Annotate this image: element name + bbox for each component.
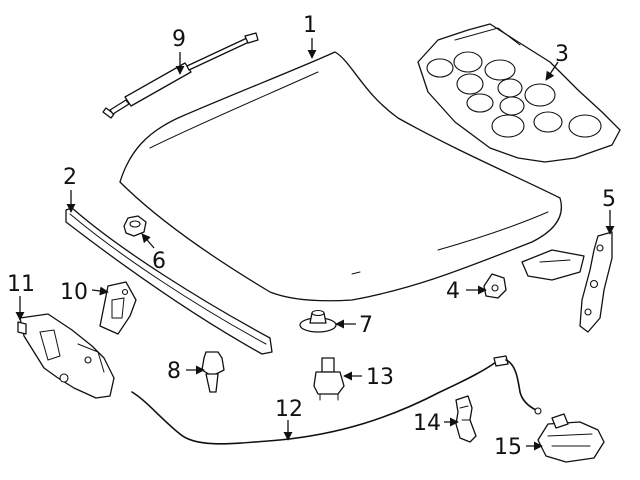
callout-5: 5 xyxy=(602,187,616,212)
part-1-hood-panel xyxy=(119,51,562,302)
callout-6: 6 xyxy=(152,249,166,274)
part-3-hood-insulator xyxy=(417,23,621,163)
part-6-nut xyxy=(123,215,147,237)
callout-4: 4 xyxy=(446,279,460,304)
callout-13: 13 xyxy=(366,365,394,390)
callout-3: 3 xyxy=(555,42,569,67)
callout-15: 15 xyxy=(494,435,522,460)
part-4-clip xyxy=(483,273,507,299)
callout-2: 2 xyxy=(63,165,77,190)
leader-3 xyxy=(545,61,559,81)
callout-14: 14 xyxy=(413,411,441,436)
part-7-bumper xyxy=(299,309,337,333)
callout-8: 8 xyxy=(167,359,181,384)
leader-6 xyxy=(141,233,155,249)
callout-7: 7 xyxy=(359,313,373,338)
callout-10: 10 xyxy=(60,280,88,305)
callout-11: 11 xyxy=(7,272,35,297)
part-5-hood-hinge xyxy=(521,231,613,333)
part-14-cable-clip xyxy=(455,395,477,443)
part-15-release-handle xyxy=(537,413,605,463)
part-8-bumper-plug xyxy=(201,351,225,393)
part-13-striker xyxy=(313,357,345,401)
callout-leaders xyxy=(15,38,615,451)
callout-9: 9 xyxy=(172,27,186,52)
callout-12: 12 xyxy=(275,397,303,422)
part-11-hood-latch xyxy=(17,313,115,399)
part-2-hood-seal xyxy=(65,207,273,355)
leader-10 xyxy=(91,286,109,296)
part-9-hood-strut xyxy=(102,32,259,119)
callout-1: 1 xyxy=(303,13,317,38)
part-12-release-cable xyxy=(131,355,542,445)
callout-labels: 1 2 3 4 5 6 7 8 9 10 11 12 13 14 15 xyxy=(7,13,616,460)
part-10-bracket xyxy=(99,281,137,335)
